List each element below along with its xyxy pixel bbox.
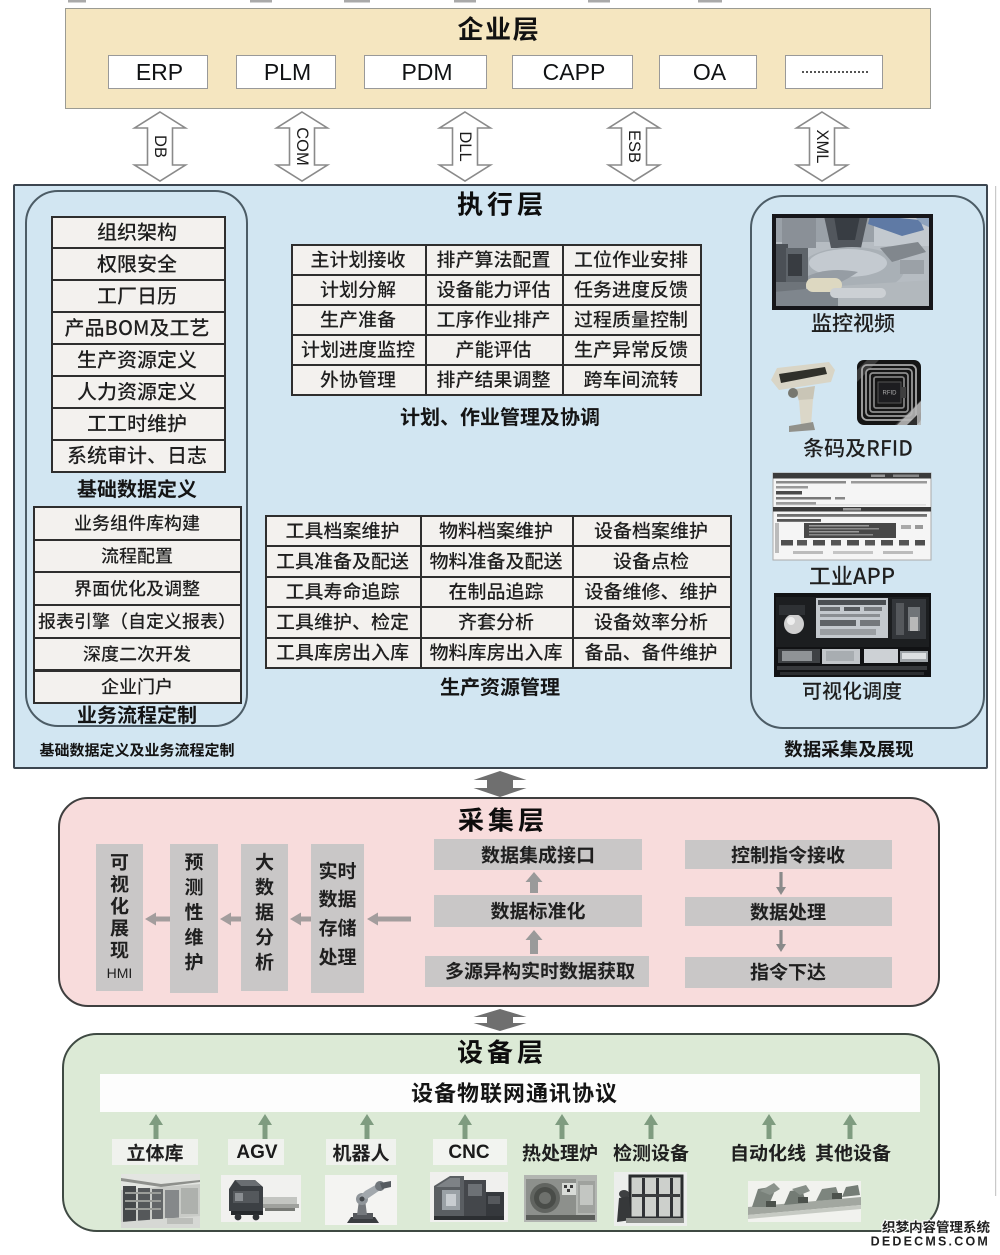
svg-text:DB: DB	[151, 135, 169, 158]
svg-text:ESB: ESB	[625, 130, 643, 163]
svg-text:DLL: DLL	[456, 131, 474, 161]
svg-text:XML: XML	[813, 130, 831, 164]
svg-text:DEDECMS.COM: DEDECMS.COM	[871, 1235, 990, 1249]
svg-text:COM: COM	[293, 127, 311, 166]
